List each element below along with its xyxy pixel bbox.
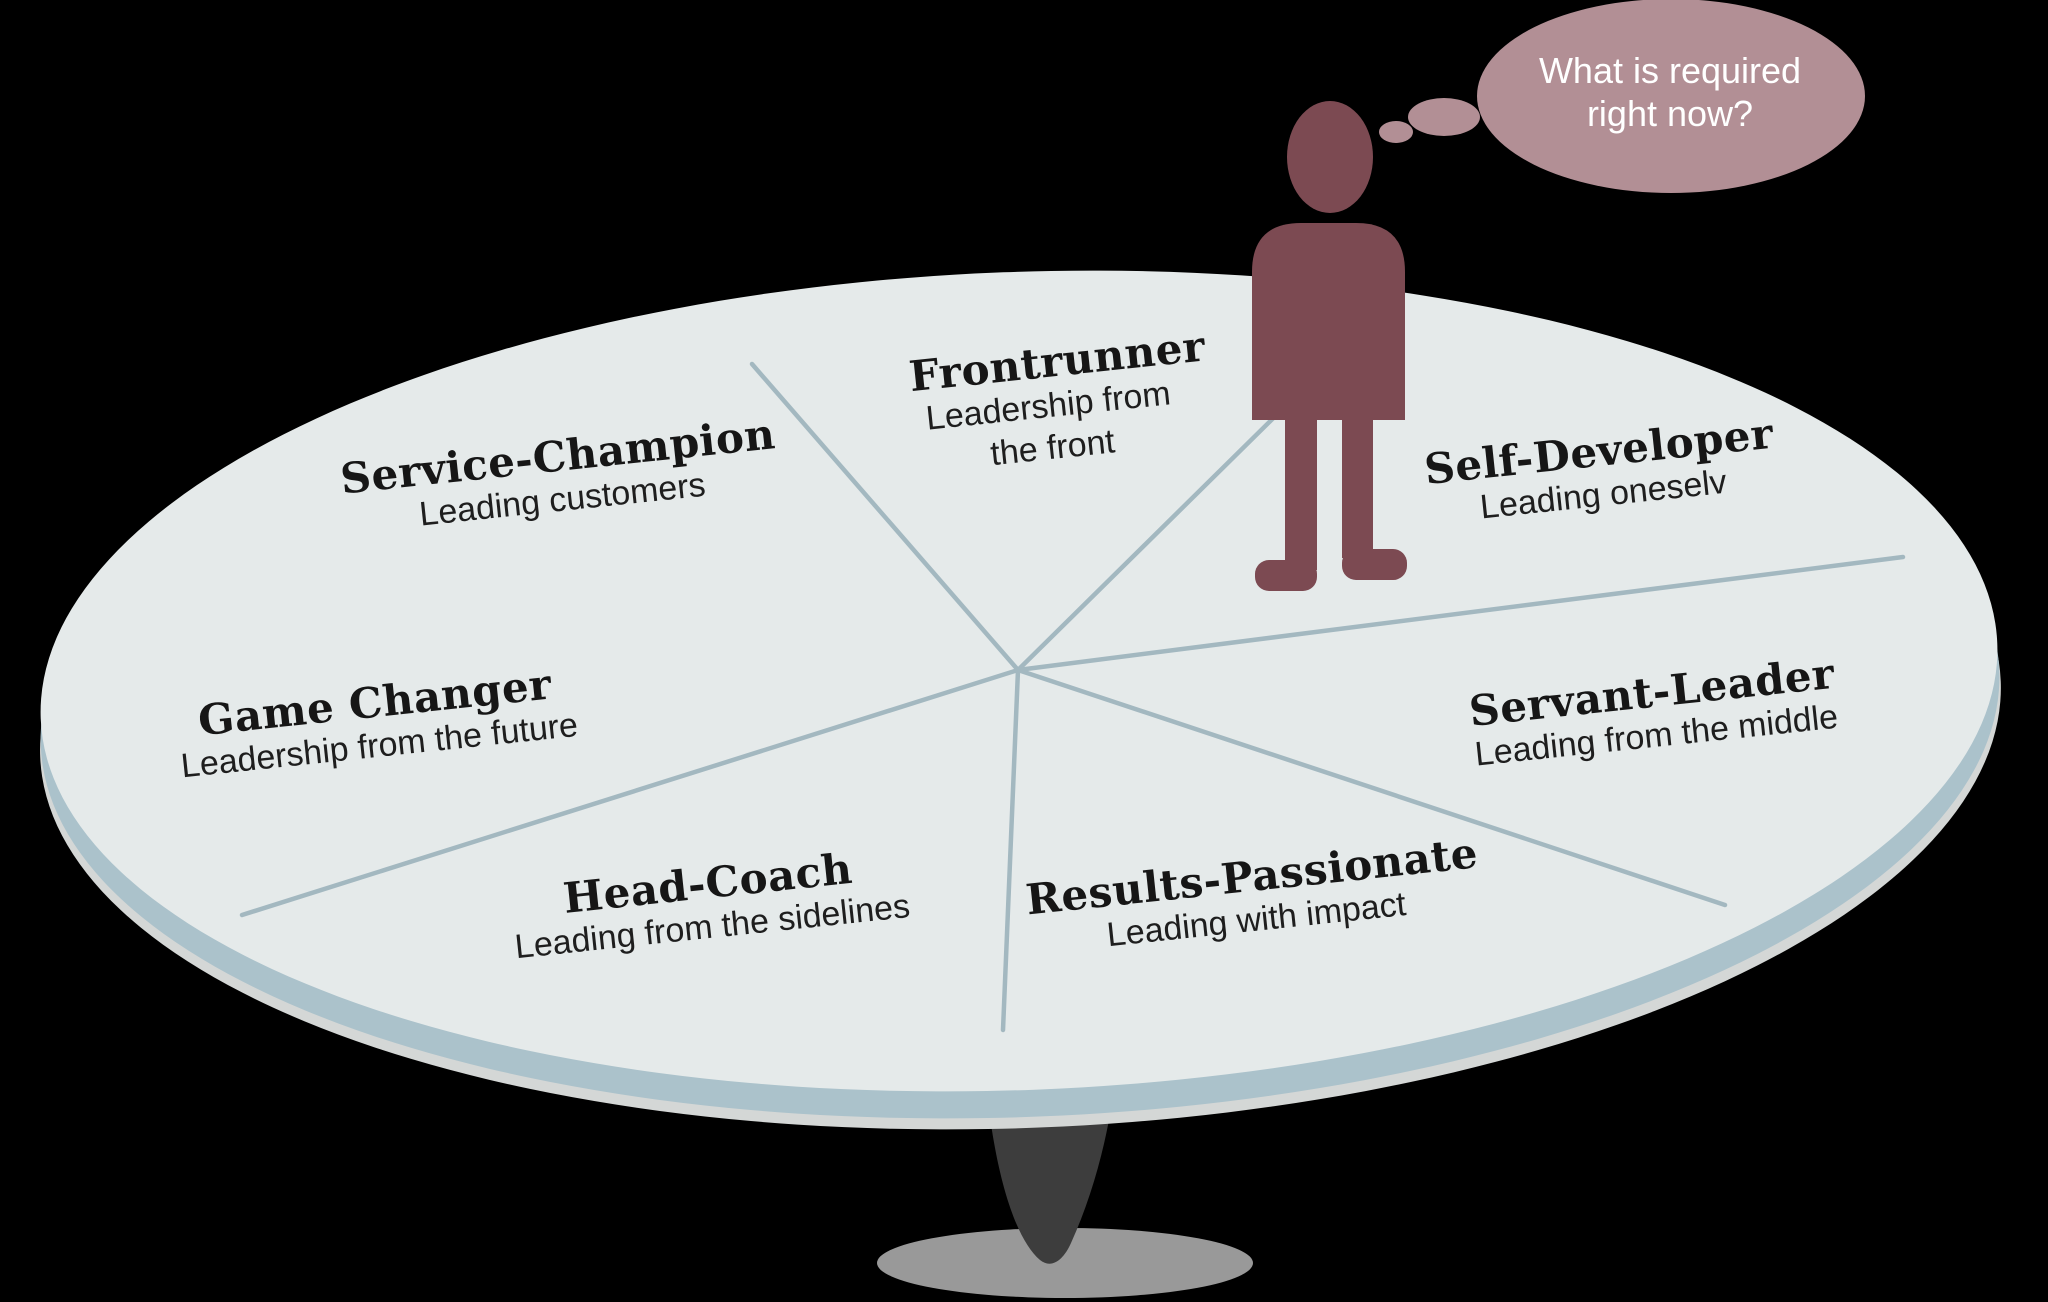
person-right-foot: [1342, 549, 1407, 580]
person-body: [1252, 223, 1405, 420]
ground-shadow: [877, 1228, 1253, 1298]
thought-bubble: [1379, 0, 1865, 193]
person-right-leg: [1342, 410, 1373, 558]
divider-upper-left: [749, 361, 1021, 673]
thought-bubble-dot-small: [1379, 121, 1413, 143]
person-head: [1287, 101, 1373, 213]
divider-right: [1015, 554, 1906, 673]
segment-dividers: [239, 361, 1906, 1033]
divider-lower-right: [1015, 667, 1728, 908]
person-left-foot: [1255, 560, 1317, 591]
person-figure: [1252, 101, 1407, 591]
divider-bottom: [1000, 667, 1021, 1033]
thought-bubble-dot-medium: [1408, 98, 1480, 136]
divider-lower-left: [239, 667, 1021, 918]
table-top: [40, 270, 2001, 1130]
person-left-leg: [1285, 410, 1317, 570]
divider-upper-right: [1015, 369, 1323, 673]
thought-bubble-main: [1477, 0, 1865, 193]
